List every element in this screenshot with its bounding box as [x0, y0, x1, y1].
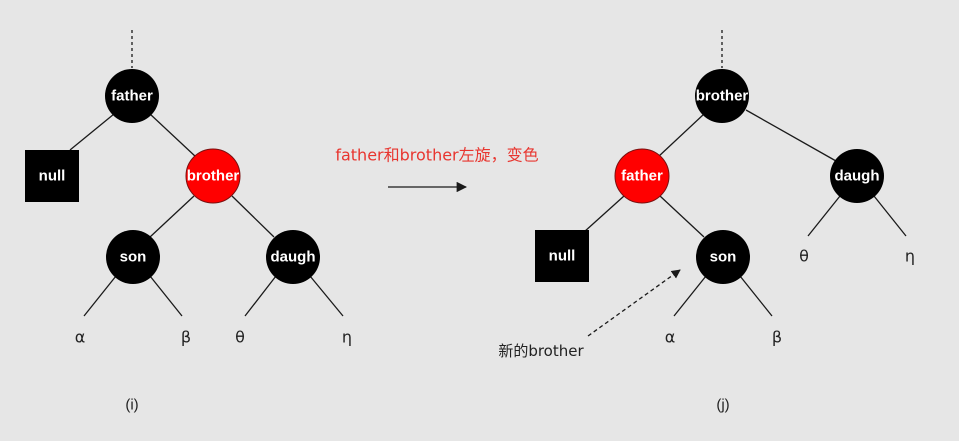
left-node-brother-label: brother: [187, 168, 240, 185]
left-tree: father null brother son daugh α β θ η (i…: [25, 30, 352, 414]
left-node-father-label: father: [111, 88, 153, 105]
right-leaf-alpha: α: [665, 328, 676, 347]
annotation-dashed-arrow: [587, 269, 681, 337]
left-edge-brother-daugh: [231, 195, 275, 238]
right-node-daugh: [830, 149, 884, 203]
right-edge-son-beta: [739, 275, 773, 317]
left-node-son-label: son: [120, 249, 147, 266]
left-node-son: [106, 230, 160, 284]
left-caption: (i): [125, 397, 138, 414]
left-node-brother: [185, 148, 241, 204]
left-node-daugh-label: daugh: [271, 249, 316, 266]
right-edge-father-son: [659, 195, 705, 238]
right-edge-daugh-theta: [807, 195, 841, 237]
left-leaf-alpha: α: [75, 328, 86, 347]
left-leaf-beta: β: [181, 328, 191, 347]
right-node-father: [614, 148, 670, 204]
left-leaf-eta: η: [342, 328, 352, 347]
right-edge-brother-daugh: [745, 109, 837, 162]
right-node-son: [696, 230, 750, 284]
left-node-father: [105, 69, 159, 123]
right-node-brother-label: brother: [696, 88, 749, 105]
right-caption: (j): [716, 397, 729, 414]
right-tree: brother father daugh null son θ η α β 新的…: [498, 30, 915, 414]
right-node-son-label: son: [710, 249, 737, 266]
operation: father和brother左旋，变色: [335, 146, 539, 193]
right-node-father-label: father: [621, 168, 663, 185]
right-node-null: [535, 230, 589, 282]
left-edge-daugh-eta: [309, 275, 344, 317]
right-edge-brother-father: [657, 113, 705, 158]
left-edge-son-beta: [149, 275, 183, 317]
right-node-null-label: null: [549, 248, 576, 265]
left-edge-father-null: [69, 113, 115, 151]
right-node-daugh-label: daugh: [835, 168, 880, 185]
operation-label: father和brother左旋，变色: [335, 146, 538, 165]
left-node-daugh: [266, 230, 320, 284]
annotation-new-brother: 新的brother: [498, 342, 584, 360]
right-node-brother: [695, 69, 749, 123]
right-edge-daugh-eta: [873, 195, 907, 237]
left-leaf-theta: θ: [235, 328, 245, 347]
left-edge-brother-son: [149, 195, 195, 238]
right-edge-father-null: [583, 195, 625, 233]
left-edge-son-alpha: [83, 275, 117, 317]
left-node-null: [25, 150, 79, 202]
left-node-null-label: null: [39, 168, 66, 185]
right-edge-son-alpha: [673, 275, 707, 317]
right-leaf-eta: η: [905, 247, 915, 266]
right-leaf-theta: θ: [799, 247, 809, 266]
left-edge-daugh-theta: [244, 275, 277, 317]
left-edge-father-brother: [149, 113, 197, 158]
right-leaf-beta: β: [772, 328, 782, 347]
